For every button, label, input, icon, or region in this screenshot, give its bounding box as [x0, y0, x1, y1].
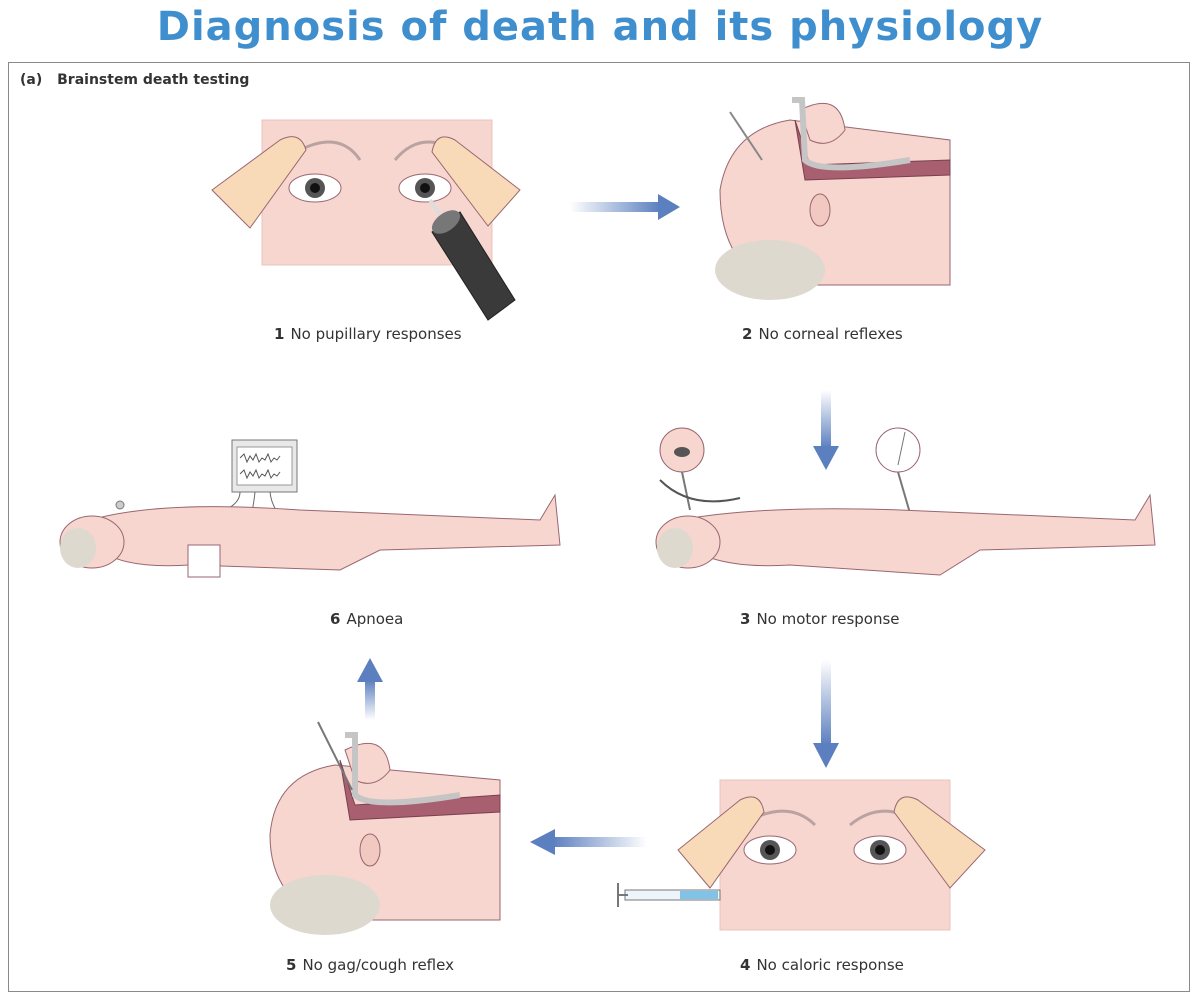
step-caption-4: 4 No caloric response: [740, 956, 904, 974]
step-caption-6: 6 Apnoea: [330, 610, 403, 628]
step-label: No motor response: [756, 610, 900, 628]
arrow-3-to-4: [813, 660, 839, 768]
step-number: 1: [274, 325, 285, 343]
step-label: No caloric response: [756, 956, 904, 974]
step-label: No gag/cough reflex: [302, 956, 454, 974]
step-label: Apnoea: [346, 610, 404, 628]
illustration-apnoea-test: [59, 439, 561, 578]
arrow-2-to-3: [813, 390, 839, 470]
panel-letter: (a): [20, 72, 43, 88]
step-number: 5: [286, 956, 297, 974]
arrow-1-to-2: [570, 194, 680, 220]
illustration-pupillary-test: [211, 119, 521, 321]
step-number: 4: [740, 956, 751, 974]
step-caption-3: 3 No motor response: [740, 610, 900, 628]
step-label: No corneal reflexes: [758, 325, 903, 343]
illustration-caloric-test: [617, 779, 986, 931]
step-number: 2: [742, 325, 753, 343]
illustration-gag-cough-test: [269, 721, 501, 935]
arrow-5-to-6: [357, 658, 383, 720]
step-caption-5: 5 No gag/cough reflex: [286, 956, 454, 974]
panel-title: Brainstem death testing: [57, 72, 250, 88]
panel-label: (a) Brainstem death testing: [20, 72, 249, 88]
step-number: 6: [330, 610, 341, 628]
arrow-4-to-5: [530, 829, 647, 855]
illustration-motor-test: [655, 427, 1156, 576]
step-label: No pupillary responses: [290, 325, 462, 343]
step-caption-1: 1 No pupillary responses: [274, 325, 462, 343]
page-title: Diagnosis of death and its physiology: [156, 4, 1044, 50]
step-caption-2: 2 No corneal reflexes: [742, 325, 903, 343]
illustration-corneal-test: [715, 97, 951, 300]
step-number: 3: [740, 610, 751, 628]
